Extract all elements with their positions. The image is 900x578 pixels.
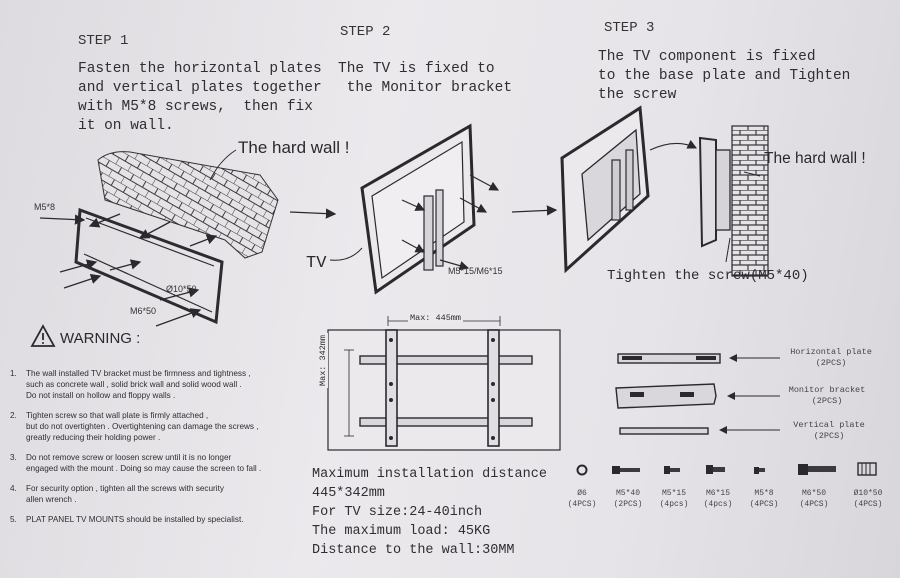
tv-label: TV [306, 254, 327, 273]
spec-line: For TV size:24-40inch [312, 505, 483, 520]
hardware-qty: (4PCS) [749, 500, 779, 509]
screw-label-m6x50: M6*50 [130, 306, 157, 316]
hardware-item: M5*8 (4PCS) [742, 488, 786, 510]
step1-line: and vertical plates together [78, 80, 322, 96]
hardware-name: Ø6 [577, 489, 587, 498]
step3-tv-wall-drawing [560, 105, 769, 277]
step1-wall-drawing [39, 149, 279, 327]
warning-item: 4. For security option , tighten all the… [10, 483, 305, 505]
hardware-name: Ø10*50 [853, 489, 883, 498]
part-name: Horizontal plate [790, 347, 872, 357]
spec-line: Distance to the wall:30MM [312, 543, 515, 558]
hardware-name: M6*50 [801, 489, 826, 498]
hardware-name: M5*15 [661, 489, 686, 498]
warning-item-number: 3. [10, 453, 17, 462]
warning-item-number: 1. [10, 369, 17, 378]
specifications: Maximum installation distance 445*342mm … [312, 465, 547, 560]
max-width-label: Max: 445mm [408, 313, 464, 323]
step3-title: STEP 3 [604, 20, 655, 36]
warning-item: 1. The wall installed TV bracket must be… [10, 368, 305, 401]
warning-list: 1. The wall installed TV bracket must be… [10, 368, 305, 525]
warning-item-line: For security option , tighten all the sc… [26, 484, 224, 493]
warning-item-line: Do not install on hollow and floppy wall… [26, 391, 176, 400]
hardware-qty: (2PCS) [613, 500, 643, 509]
spec-line: 445*342mm [312, 486, 385, 501]
hardware-qty: (4PCS) [853, 500, 883, 509]
hardware-name: M6*15 [705, 489, 730, 498]
warning-item-line: engaged with the mount . Doing so may ca… [26, 464, 262, 473]
part-name: Monitor bracket [788, 385, 866, 395]
part-qty: (2PCS) [813, 431, 845, 441]
hardware-qty: (4PCS) [567, 500, 597, 509]
step1-instructions: Fasten the horizontal plates and vertica… [78, 60, 322, 136]
warning-item-number: 4. [10, 484, 17, 493]
screw-label-m5x15-m6x15: M5*15/M6*15 [448, 266, 503, 276]
warning-item-line: Tighten screw so that wall plate is firm… [26, 411, 209, 420]
warning-title: WARNING : [60, 330, 141, 347]
bracket-dimension-diagram [327, 316, 561, 451]
warning-triangle-icon [30, 324, 56, 347]
screw-label-d10x50: Ø10*50 [166, 284, 197, 294]
hardware-drawings [576, 462, 877, 476]
hardware-item: M5*15 (4pcs) [652, 488, 696, 510]
warning-item-number: 2. [10, 411, 17, 420]
warning-item-line: Do not remove screw or loosen screw unti… [26, 453, 232, 462]
step3-line: The TV component is fixed [598, 49, 816, 65]
warning-item-line: such as concrete wall , solid brick wall… [26, 380, 242, 389]
part-name: Vertical plate [793, 420, 865, 430]
step3-line: the screw [598, 87, 677, 103]
warning-item-line: but do not overtighten . Overtightening … [26, 422, 259, 431]
warning-item: 5. PLAT PANEL TV MOUNTS should be instal… [10, 514, 305, 525]
warning-item-number: 5. [10, 515, 17, 524]
step1-hard-wall-callout: The hard wall ! [238, 138, 350, 157]
part-horizontal-plate: Horizontal plate (2PCS) [786, 347, 876, 369]
warning-item: 3. Do not remove screw or loosen screw u… [10, 452, 305, 474]
step2-instructions: The TV is fixed to the Monitor bracket [338, 60, 512, 98]
spec-line: Maximum installation distance [312, 467, 547, 482]
flow-arrow-2 [511, 205, 558, 216]
warning-item-line: PLAT PANEL TV MOUNTS should be installed… [26, 515, 244, 524]
step1-line: with M5*8 screws, then fix [78, 99, 313, 115]
warning-item-line: The wall installed TV bracket must be fi… [26, 369, 251, 378]
step2-title: STEP 2 [340, 24, 391, 40]
step2-line: The TV is fixed to [338, 61, 495, 77]
hardware-item: Ø6 (4PCS) [560, 488, 604, 510]
hardware-item: M6*15 (4pcs) [696, 488, 740, 510]
step1-line: Fasten the horizontal plates [78, 61, 322, 77]
hardware-item: M6*50 (4PCS) [792, 488, 836, 510]
hardware-name: M5*8 [754, 489, 774, 498]
hardware-name: M5*40 [615, 489, 640, 498]
hardware-qty: (4pcs) [703, 500, 733, 509]
step2-tv-drawing [329, 123, 500, 295]
hardware-item: M5*40 (2PCS) [606, 488, 650, 510]
step1-title: STEP 1 [78, 33, 129, 49]
step3-hard-wall-callout: The hard wall ! [764, 150, 866, 167]
screw-label-m5x8: M5*8 [34, 202, 56, 212]
step1-line: it on wall. [78, 118, 174, 134]
warning-item-line: allen wrench . [26, 495, 77, 504]
warning-item-line: greatly reducing their holding power . [26, 433, 161, 442]
part-qty: (2PCS) [815, 358, 847, 368]
parts-drawings [615, 353, 780, 435]
step3-instructions: The TV component is fixed to the base pl… [598, 48, 850, 105]
warning-item: 2. Tighten screw so that wall plate is f… [10, 410, 305, 443]
part-qty: (2PCS) [811, 396, 843, 406]
max-height-label: Max: 342mm [318, 332, 328, 388]
part-monitor-bracket: Monitor bracket (2PCS) [782, 385, 872, 407]
flow-arrow-1 [289, 208, 337, 219]
hardware-qty: (4PCS) [799, 500, 829, 509]
hardware-qty: (4pcs) [659, 500, 689, 509]
spec-line: The maximum load: 45KG [312, 524, 491, 539]
step3-line: to the base plate and Tighten [598, 68, 851, 84]
step2-line: the Monitor bracket [338, 80, 513, 96]
part-vertical-plate: Vertical plate (2PCS) [784, 420, 874, 442]
tighten-screw-note: Tighten the screw(M5*40) [607, 268, 809, 284]
hardware-item: Ø10*50 (4PCS) [846, 488, 890, 510]
